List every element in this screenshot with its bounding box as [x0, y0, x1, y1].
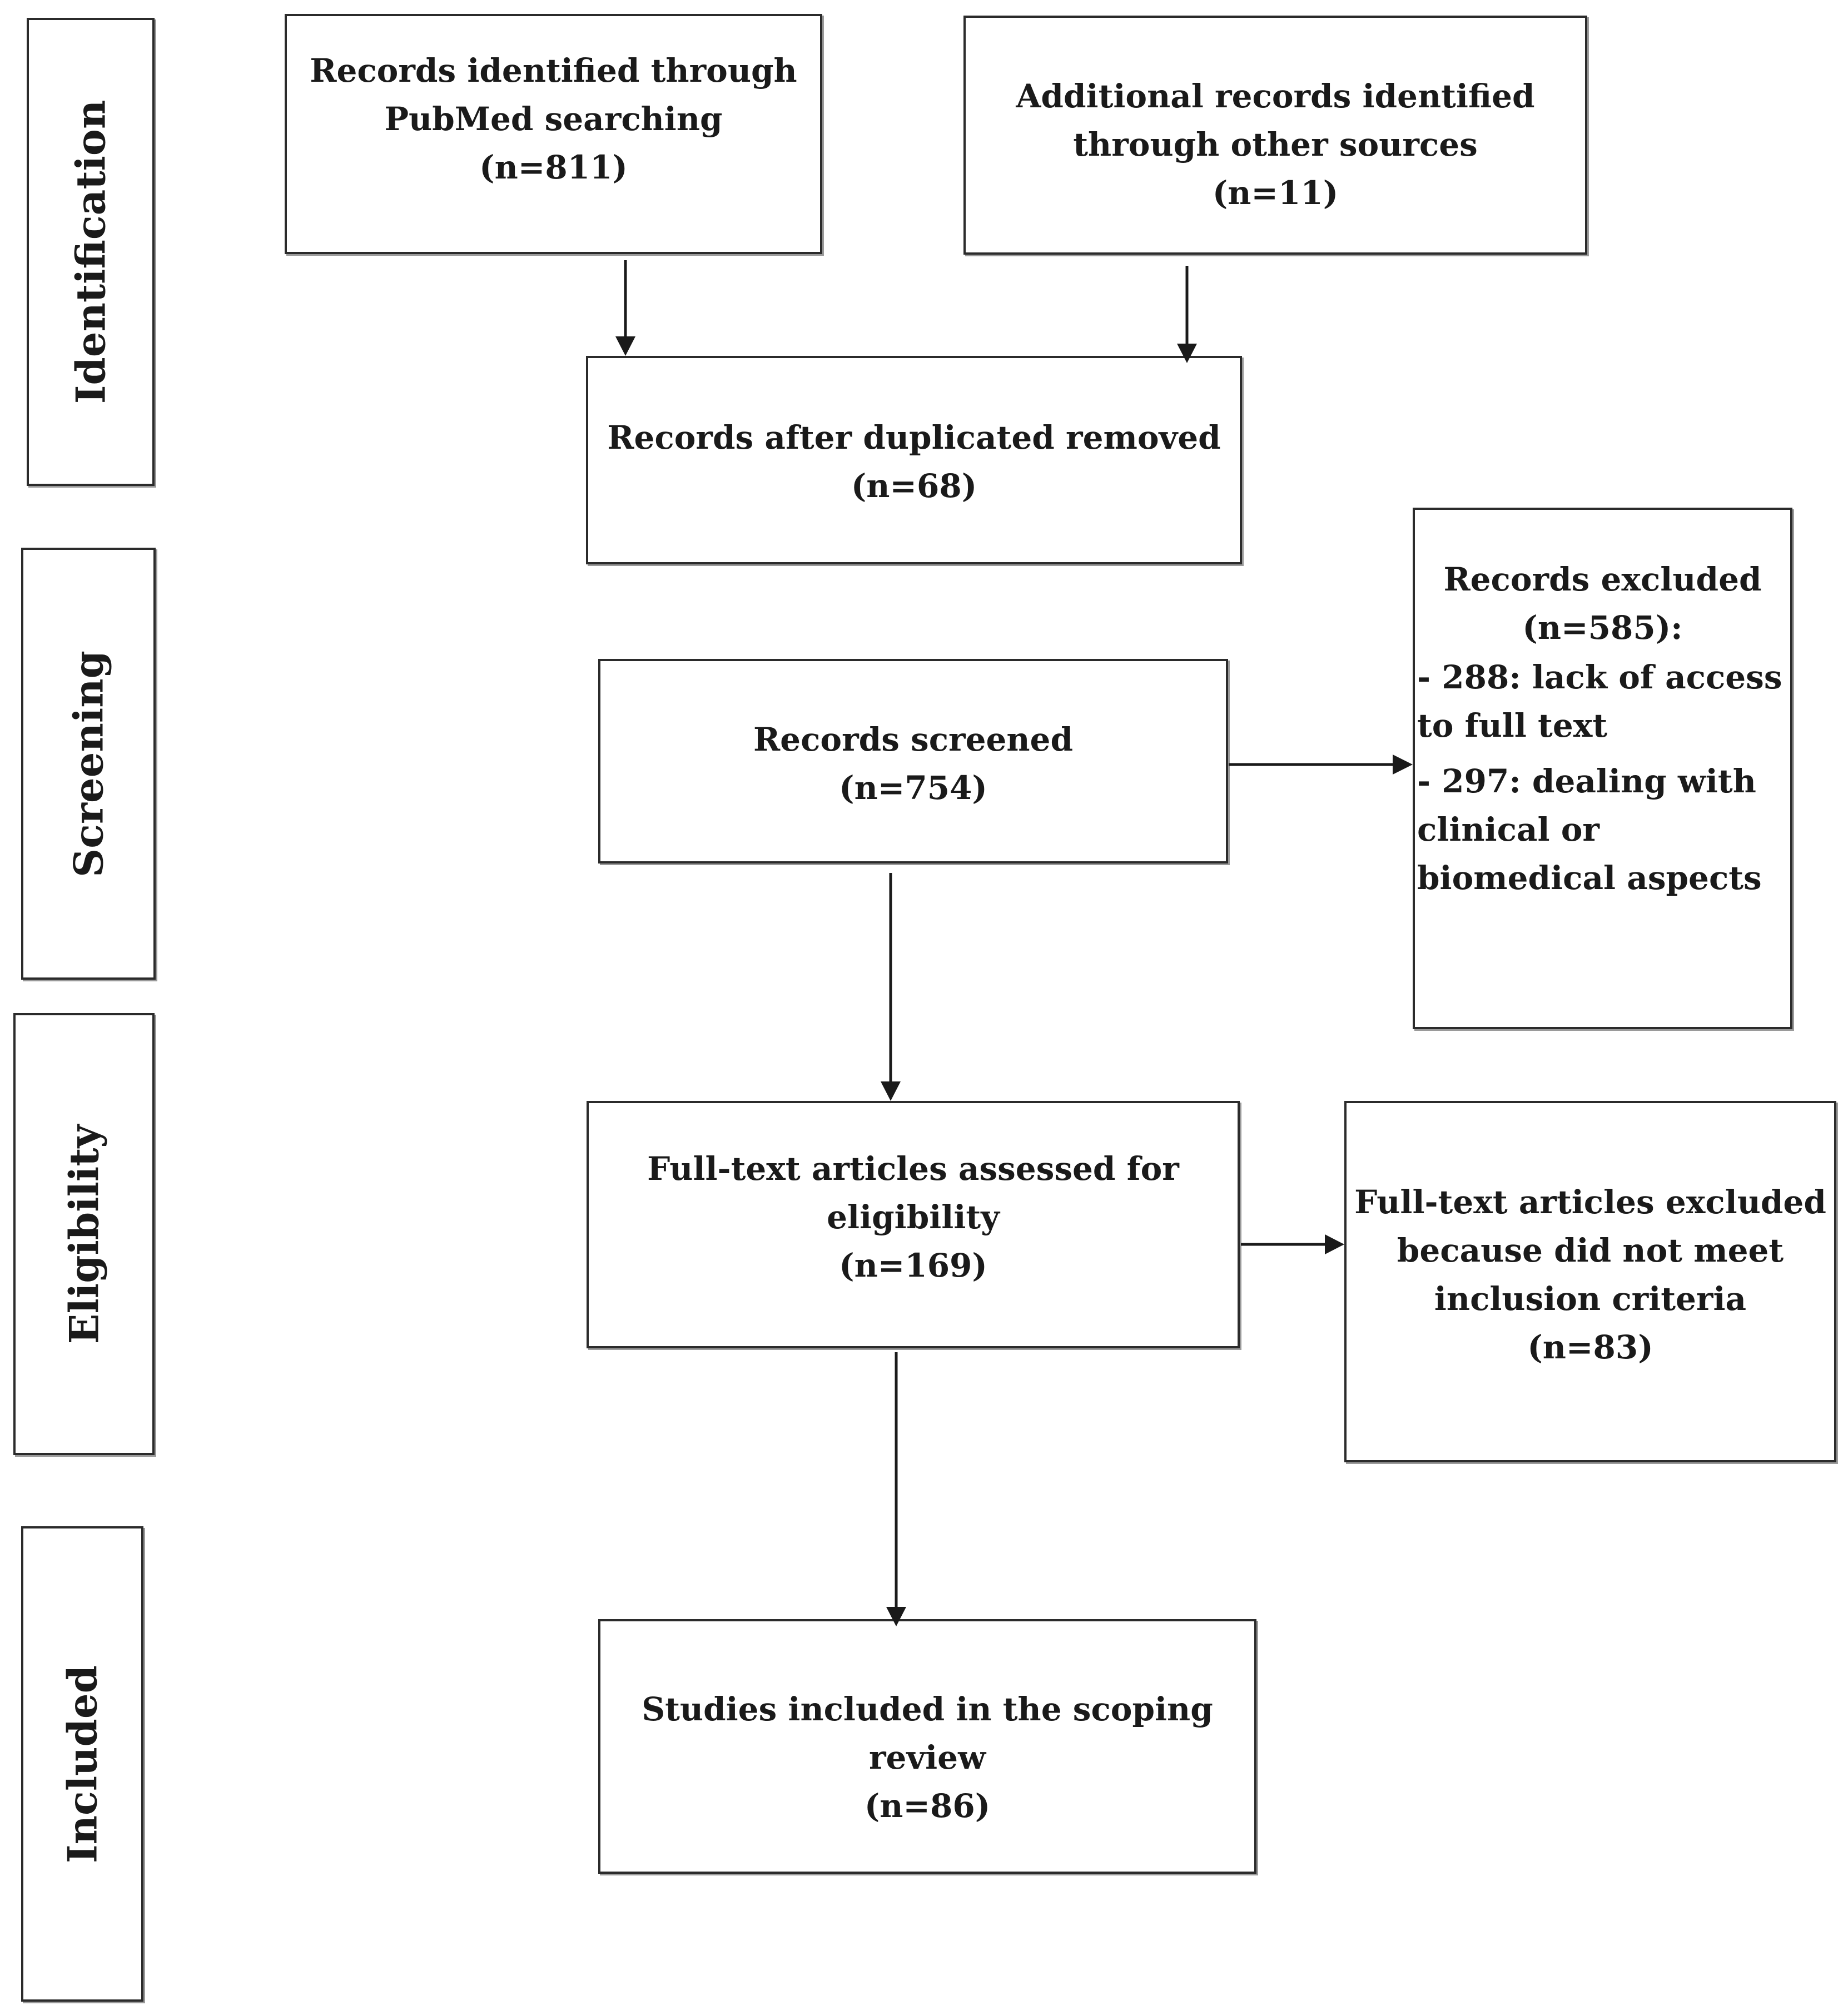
- box-pubmed-text: Records identified through PubMed search…: [310, 52, 797, 186]
- box-other-sources-text: Additional records identified through ot…: [1016, 77, 1535, 212]
- box-pubmed-records: Records identified through PubMed search…: [285, 14, 822, 254]
- box-fulltext-assessed: Full-text articles assessed for eligibil…: [587, 1101, 1240, 1348]
- box-records-excluded-title: Records excluded (n=585):: [1443, 560, 1762, 647]
- excluded-reason-1: - 288: lack of access to full text: [1417, 658, 1782, 745]
- box-studies-included-text: Studies included in the scoping review (…: [642, 1690, 1213, 1825]
- excluded-reason-2: - 297: dealing with clinical or biomedic…: [1417, 762, 1762, 897]
- box-after-duplicates-text: Records after duplicated removed (n=68): [607, 419, 1221, 505]
- arrowhead-fulltext-included: [886, 1607, 906, 1626]
- box-records-screened: Records screened (n=754): [598, 659, 1228, 863]
- arrowhead-pubmed: [615, 336, 635, 356]
- stage-eligibility: Eligibility: [13, 1013, 155, 1455]
- box-studies-included: Studies included in the scoping review (…: [598, 1619, 1256, 1874]
- box-records-screened-text: Records screened (n=754): [753, 721, 1073, 807]
- stage-screening: Screening: [21, 548, 156, 980]
- stage-identification: Identification: [27, 18, 155, 486]
- box-after-duplicates: Records after duplicated removed (n=68): [586, 356, 1242, 564]
- arrowhead-fulltext-excluded: [1325, 1234, 1344, 1254]
- box-fulltext-excluded-text: Full-text articles excluded because did …: [1354, 1183, 1826, 1366]
- arrowhead-screened-fulltext: [881, 1081, 901, 1101]
- arrowheads: [615, 336, 1413, 1626]
- stage-included: Included: [21, 1526, 143, 2002]
- arrowhead-screened-excluded: [1393, 755, 1413, 775]
- box-records-excluded: Records excluded (n=585): - 288: lack of…: [1413, 508, 1792, 1029]
- box-other-sources: Additional records identified through ot…: [963, 16, 1587, 255]
- box-fulltext-assessed-text: Full-text articles assessed for eligibil…: [647, 1150, 1179, 1284]
- box-fulltext-excluded: Full-text articles excluded because did …: [1344, 1101, 1836, 1462]
- arrowhead-other: [1177, 344, 1197, 363]
